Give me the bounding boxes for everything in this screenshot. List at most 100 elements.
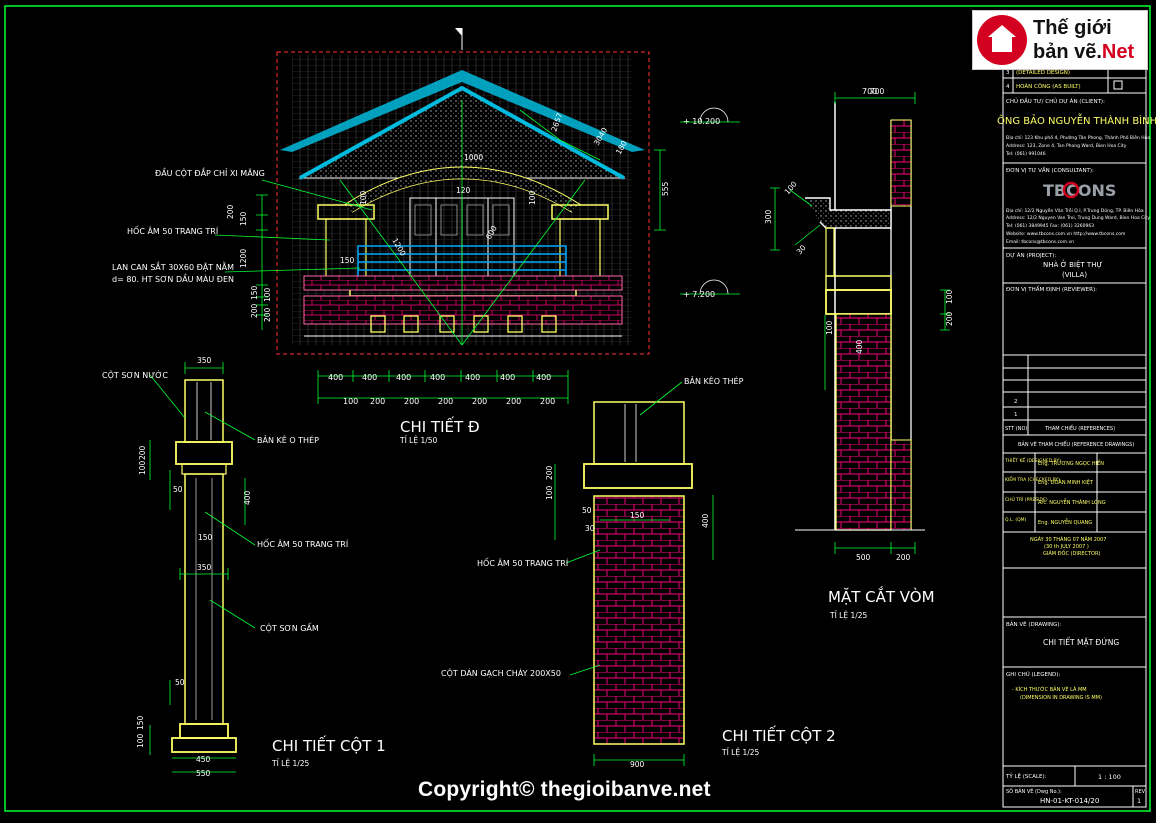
sec-dim-6: 400 xyxy=(855,339,864,354)
sec-dim-8: 200 xyxy=(896,553,911,562)
sign-qm-name: Eng. NGUYỄN QUANG xyxy=(1038,518,1092,526)
detail-d-left-dims: 200 150 1200 150 200 100 200 xyxy=(226,204,272,322)
consultant-addr-2: Address: 12/2 Nguyen Van Troi, Trung Dun… xyxy=(1006,215,1150,221)
project-name-2: (VILLA) xyxy=(1062,271,1087,279)
drawing-name: CHI TIẾT MẶT ĐỨNG xyxy=(1043,637,1119,647)
col1-dim-11: 450 xyxy=(196,755,211,764)
dim-a-3: 400 xyxy=(396,373,411,382)
dim-b-2: 200 xyxy=(370,397,385,406)
col1-label-cot-son-nuoc: CỘT SƠN NƯỚC xyxy=(102,369,168,380)
dim-m-7: 3040 xyxy=(592,126,609,147)
dim-b-7: 200 xyxy=(540,397,555,406)
house-icon xyxy=(977,15,1027,65)
section-scale: TỈ LỆ 1/25 xyxy=(829,611,868,620)
col1-dim-7: 350 xyxy=(197,563,212,572)
scale-label: TỶ LỆ (SCALE): xyxy=(1005,772,1047,780)
rev-row-3-no: 3 xyxy=(1006,70,1010,76)
elevation-7200: + 7.200 xyxy=(683,290,715,299)
col2-dims: 200 100 50 30 150 400 900 xyxy=(545,465,710,769)
label-lan-can: LAN CAN SẮT 30X60 ĐẶT NẰM xyxy=(112,260,234,273)
dim-a-5: 400 xyxy=(465,373,480,382)
section-title: MẶT CẮT VÒM xyxy=(828,585,935,606)
legend-line-2: (DIMENSION IN DRAWING IS MM) xyxy=(1020,695,1102,701)
col2-scale: TỈ LỆ 1/25 xyxy=(721,748,760,757)
col2-label-hoc-am: HỐC ÂM 50 TRANG TRÍ xyxy=(477,556,569,568)
consultant-addr-3: Tel: (061) 3849945 Fax: (061) 3260963 xyxy=(1005,223,1094,229)
col2-dim-1: 200 xyxy=(545,465,554,480)
consultant-addr-4: Website: www.tbcons.com.vn http://www.tb… xyxy=(1006,231,1125,237)
dim-l-4: 150 xyxy=(250,285,259,300)
logo-line-2: bản vẽ.Net xyxy=(1033,41,1134,64)
label-dau-cot: ĐẦU CỘT ĐẮP CHỈ XI MĂNG xyxy=(155,166,265,178)
ref-header-text: THAM CHIẾU (REFERENCES) xyxy=(1044,424,1115,432)
client-name: ÔNG BẢO NGUYỄN THÀNH BÌNH xyxy=(997,112,1156,127)
sec-dim-3: 100 xyxy=(945,289,954,304)
detail-d-bottom-dims-b: 100 200 200 200 200 200 200 xyxy=(343,397,555,406)
col2-dim-5: 150 xyxy=(630,511,645,520)
consultant-addr-5: Email: tbcons@tbcons.com.vn xyxy=(1006,239,1074,245)
col2-dim-3: 50 xyxy=(582,506,592,515)
col2-dim-4: 30 xyxy=(585,524,595,533)
detail-d-title: CHI TIẾT Đ xyxy=(400,415,480,436)
detail-d-scale: TỈ LỆ 1/50 xyxy=(399,436,438,445)
rev-row-3-text: (DETAILED DESIGN) xyxy=(1016,70,1070,76)
sign-qm-role: Q.L. (QM) xyxy=(1005,517,1027,523)
col1-dim-2: 100 xyxy=(138,460,147,475)
dim-a-2: 400 xyxy=(362,373,377,382)
scale-value: 1 : 100 xyxy=(1098,773,1121,781)
dim-m-4: 150 xyxy=(340,256,355,265)
col1-label-cot-son-gam: CỘT SƠN GẤM xyxy=(260,622,319,633)
sec-dim-1: 700 xyxy=(870,87,885,96)
detail-d-bottom-dims-a: 400 400 400 400 400 400 400 xyxy=(328,373,551,382)
sec-dim-2: 300 xyxy=(764,209,773,224)
col2-label-ban-keo: BẢN KÊO THÉP xyxy=(684,375,744,386)
dim-m-1: 120 xyxy=(456,186,471,195)
label-hoc-am: HỐC ÂM 50 TRANG TRÍ xyxy=(127,224,219,236)
logo-line-2a: bản vẽ. xyxy=(1033,41,1102,63)
sign-preside-name: Arc. NGUYỄN THÀNH LONG xyxy=(1038,498,1106,506)
sign-checked-name: Eng. ĐOÀN MINH KIỆT xyxy=(1038,478,1094,486)
dim-b-4: 200 xyxy=(438,397,453,406)
project-label: DỰ ÁN (PROJECT): xyxy=(1006,252,1056,259)
col1-dims: 350 100 200 50 400 150 350 50 100 150 45… xyxy=(136,356,252,778)
dim-m-11: 180 xyxy=(614,139,629,156)
detail-d-misc-dims: 120 100 100 150 555 2657 3040 1200 600 1… xyxy=(340,111,670,265)
ref-header-no: STT (NO) xyxy=(1005,426,1027,432)
dim-b-1: 100 xyxy=(343,397,358,406)
col2-dim-2: 100 xyxy=(545,485,554,500)
consultant-addr-1: Địa chỉ: 12/2 Nguyễn Văn Trỗi Q.I, P.Tru… xyxy=(1006,207,1144,214)
legend-label: GHI CHÚ (LEGEND): xyxy=(1006,671,1060,678)
client-addr-1: Địa chỉ: 123 Khu phố 4, Phường Tân Phong… xyxy=(1006,134,1150,141)
dim-a-1: 400 xyxy=(328,373,343,382)
logo-line-1: Thế giới xyxy=(1033,17,1112,39)
rev-value: 1 xyxy=(1137,797,1141,805)
client-addr-2: Address: 123, Zone 4, Tan Phong Ward, Bi… xyxy=(1006,143,1127,149)
sign-preside-role: CHỦ TRÌ (PRESIDE) xyxy=(1005,495,1048,503)
col1-label-ban-keo: BẢN KÊ O THÉP xyxy=(257,434,319,445)
dim-m-10: 1000 xyxy=(464,153,483,162)
dim-a-4: 400 xyxy=(430,373,445,382)
sec-dim-5: 100 xyxy=(825,320,834,335)
consultant-label: ĐƠN VỊ TƯ VẤN (CONSULTANT): xyxy=(1006,166,1094,174)
sign-designed-role: THIẾT KẾ (DESIGNED BY) xyxy=(1004,456,1061,464)
dim-l-7: 200 xyxy=(263,307,272,322)
date-line-1: NGÀY 30 THÁNG 07 NĂM 2007 xyxy=(1030,536,1106,543)
dim-a-6: 400 xyxy=(500,373,515,382)
site-logo: Thế giới bản vẽ.Net xyxy=(972,10,1148,70)
col1-dim-4: 50 xyxy=(173,485,183,494)
sec-dim-4: 200 xyxy=(945,311,954,326)
client-label: CHỦ ĐẦU TƯ/ CHỦ DỰ ÁN (CLIENT): xyxy=(1006,97,1105,105)
sign-designed-name: Eng. TRƯƠNG NGỌC HIỂN xyxy=(1038,459,1104,467)
col2-label-cot-dan-gach: CỘT DÁN GẠCH CHÁY 200X50 xyxy=(441,667,561,679)
sign-checked-role: KIỂM TRA (CHECKED BY) xyxy=(1005,475,1060,483)
col2-dim-7: 900 xyxy=(630,760,645,769)
rev-label: REV xyxy=(1135,789,1146,795)
project-name: NHÀ Ở BIỆT THỰ xyxy=(1043,259,1102,269)
col1-dim-12: 550 xyxy=(196,769,211,778)
copyright-watermark: Copyright© thegioibanve.net xyxy=(418,778,711,801)
col1-dim-9: 100 xyxy=(136,733,145,748)
dim-b-3: 200 xyxy=(404,397,419,406)
section-dims: 700 300 100 200 100 400 500 200 100 30 xyxy=(764,87,954,562)
